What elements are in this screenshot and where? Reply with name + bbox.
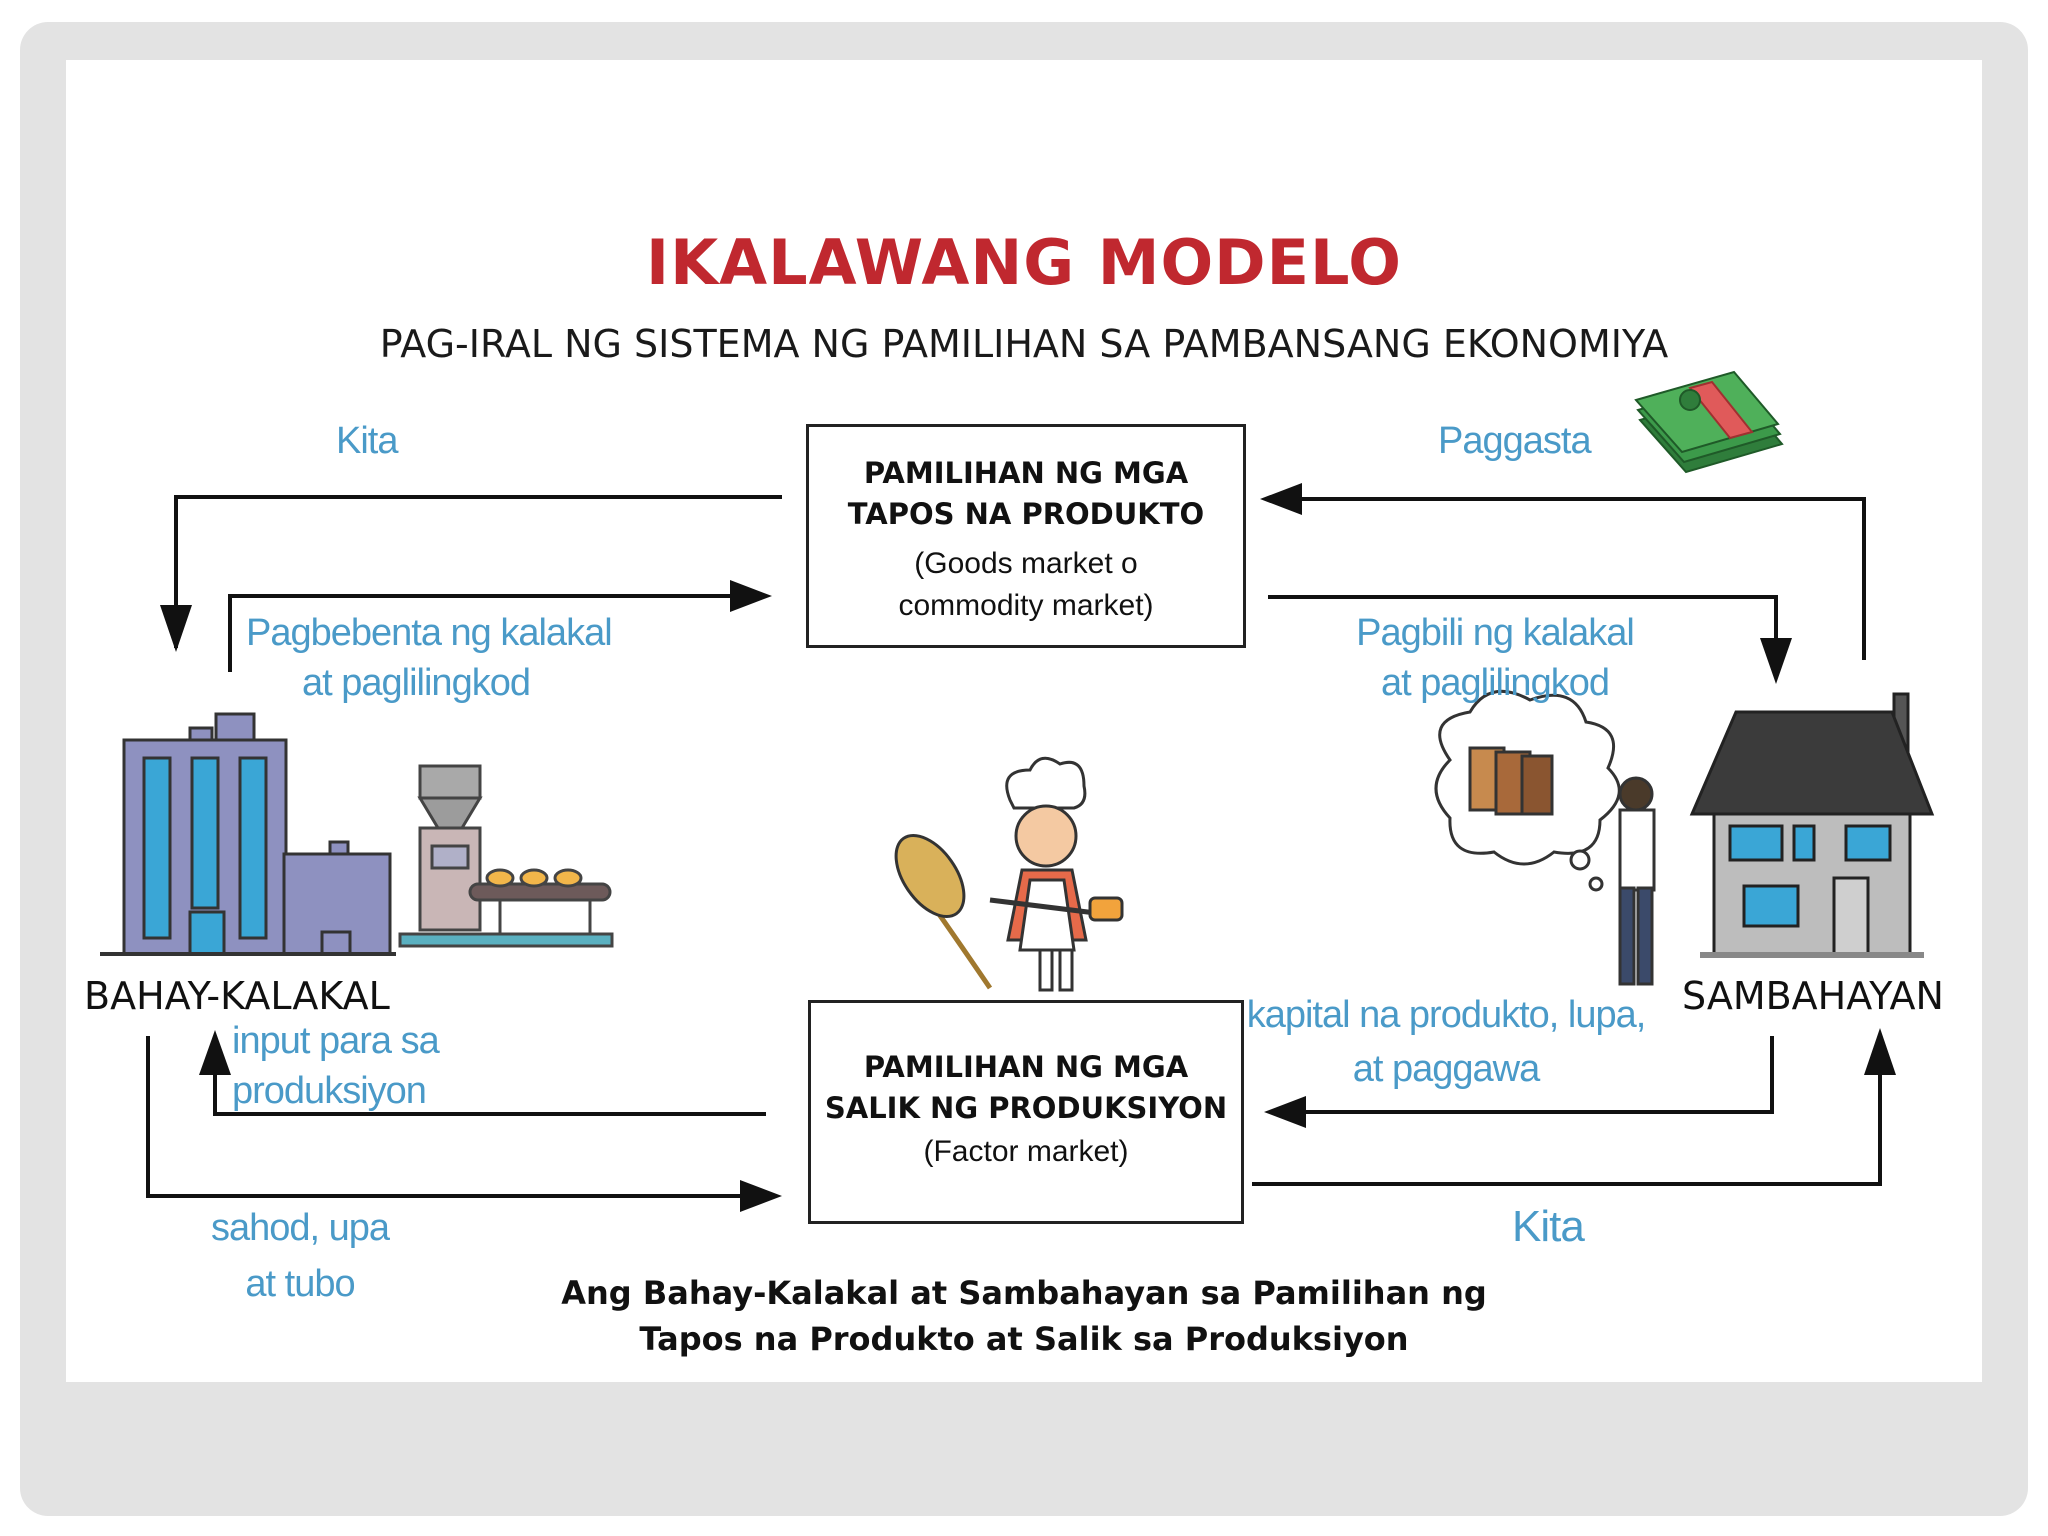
- arrowhead-kita-business: [160, 605, 192, 652]
- flow-paggasta: Paggasta: [1438, 420, 1592, 462]
- arrow-sahod-to-factor-market: [146, 1036, 740, 1198]
- diagram-subtitle: PAG-IRAL NG SISTEMA NG PAMILIHAN SA PAMB…: [379, 322, 1669, 366]
- money-stack-icon: [1634, 370, 1784, 474]
- bread-machine-icon: [398, 764, 614, 948]
- arrow-kita-to-business: [174, 495, 782, 648]
- goods-market-box: PAMILIHAN NG MGA TAPOS NA PRODUKTO (Good…: [806, 424, 1246, 648]
- goods-market-sub-line2: commodity market): [898, 589, 1154, 622]
- house-icon: [1689, 692, 1935, 958]
- flow-pagbili: Pagbili ng kalakal at paglilingkod: [1356, 612, 1635, 704]
- goods-market-title-line2: TAPOS NA PRODUKTO: [847, 497, 1205, 531]
- arrow-kapital-to-factor-market: [1306, 1036, 1774, 1114]
- household-label: SAMBAHAYAN: [1682, 974, 1944, 1018]
- arrowhead-kita-household: [1864, 1028, 1896, 1075]
- arrowhead-sahod: [740, 1180, 782, 1212]
- flow-kapital: kapital na produkto, lupa, at paggawa: [1246, 994, 1647, 1090]
- factor-market-sub-line1: (Factor market): [923, 1135, 1129, 1168]
- diagram-caption: Ang Bahay-Kalakal at Sambahayan sa Pamil…: [561, 1274, 1487, 1358]
- arrowhead-kapital: [1264, 1096, 1306, 1128]
- factor-market-title-line1: PAMILIHAN NG MGA: [863, 1050, 1189, 1084]
- flow-kita-bottom: Kita: [1512, 1202, 1585, 1251]
- thinking-man-icon: [1434, 690, 1656, 986]
- flow-pagbebenta: Pagbebenta ng kalakal at paglilingkod: [246, 612, 613, 704]
- arrow-input-to-business: [213, 1070, 766, 1116]
- arrowhead-pagbili: [1760, 638, 1792, 684]
- office-building-icon: [100, 712, 396, 956]
- diagram-title: IKALAWANG MODELO: [646, 226, 1402, 299]
- arrow-paggasta-to-goods-market: [1302, 497, 1866, 660]
- factor-market-title-line2: SALIK NG PRODUKSIYON: [824, 1091, 1228, 1125]
- business-label: BAHAY-KALAKAL: [84, 974, 390, 1018]
- arrow-pagbili-to-household: [1268, 595, 1778, 640]
- flow-kita-top: Kita: [336, 420, 398, 462]
- baker-with-wheat-icon: [894, 756, 1124, 992]
- arrowhead-paggasta: [1260, 483, 1302, 515]
- arrow-kita-to-household: [1252, 1070, 1882, 1186]
- arrow-pagbebenta-to-goods-market: [228, 594, 730, 672]
- flow-sahod: sahod, upa at tubo: [210, 1207, 390, 1305]
- goods-market-sub-line1: (Goods market o: [914, 547, 1138, 580]
- arrowhead-input: [199, 1030, 231, 1075]
- flow-input: input para sa produksiyon: [232, 1020, 440, 1112]
- arrowhead-pagbebenta: [730, 580, 772, 612]
- goods-market-title-line1: PAMILIHAN NG MGA: [863, 456, 1189, 490]
- factor-market-box: PAMILIHAN NG MGA SALIK NG PRODUKSIYON (F…: [808, 1000, 1244, 1224]
